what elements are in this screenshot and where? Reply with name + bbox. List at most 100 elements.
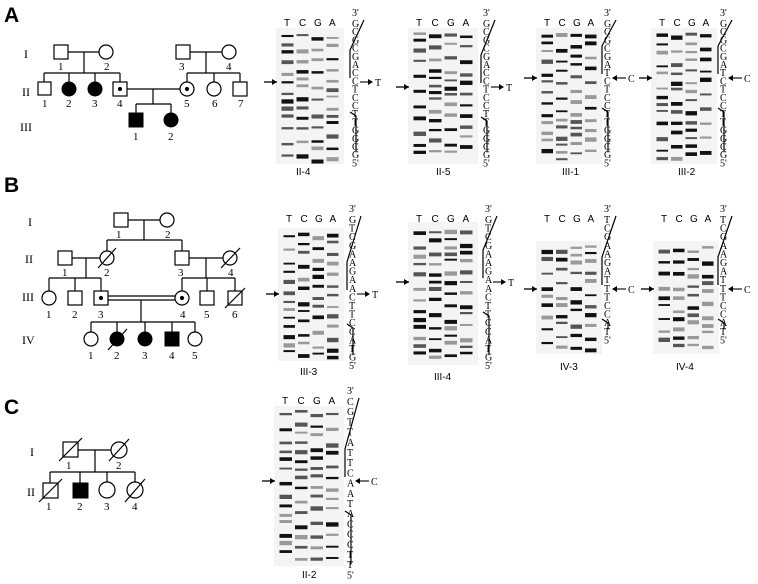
sequence-base: T <box>720 284 726 295</box>
individual-number: 4 <box>228 267 234 279</box>
gel-band <box>312 315 324 320</box>
gel-band <box>444 143 457 147</box>
sequence-base: G <box>720 232 727 243</box>
gel-band <box>413 317 426 323</box>
sequence-base: T <box>720 215 726 226</box>
individual-number: 2 <box>104 61 110 73</box>
sequence-base: G <box>604 19 611 30</box>
gel-band <box>298 341 310 345</box>
gel-band <box>570 100 582 104</box>
gel-band <box>541 59 553 64</box>
gel-band <box>570 120 582 124</box>
gel-band <box>541 303 553 307</box>
gel-band <box>658 330 670 333</box>
gel-band <box>541 73 553 77</box>
gel-band <box>279 540 292 546</box>
arrow-head-icon <box>274 291 279 297</box>
gel-band <box>541 272 553 275</box>
gel-band <box>460 45 473 48</box>
generation-label: I <box>24 47 28 61</box>
gel-band <box>585 81 597 85</box>
gel-band <box>429 297 442 302</box>
lane-label: T <box>416 214 422 225</box>
gel-band <box>702 246 714 249</box>
gel-band <box>298 264 310 269</box>
individual-number: 4 <box>169 350 175 362</box>
sequence-base: C <box>347 397 354 408</box>
mutation-arrow-head-icon <box>365 291 370 297</box>
arrow-head-icon <box>272 79 277 85</box>
female-affected <box>163 112 179 128</box>
individual-number: 3 <box>92 98 98 110</box>
sequence-base: T <box>604 85 610 96</box>
gel-band <box>429 313 442 318</box>
gel-band <box>311 146 324 151</box>
gel-band <box>327 306 339 308</box>
sequence-base: T <box>604 275 610 286</box>
gel-band <box>413 32 426 36</box>
arrow-head-icon <box>404 84 409 90</box>
gel-band <box>685 144 697 148</box>
gel-band <box>413 38 426 42</box>
sequence-base: A <box>349 249 357 260</box>
gel-band <box>413 116 426 121</box>
gel-band <box>310 486 323 489</box>
gel-band <box>283 316 295 319</box>
gel-band <box>570 45 582 49</box>
gel-band <box>413 287 426 291</box>
gel-band <box>585 34 597 39</box>
strand-end-5: 5' <box>485 361 492 372</box>
gel-band <box>671 130 683 135</box>
gel-band <box>296 106 309 110</box>
gel-band <box>298 277 310 282</box>
arrow-head-icon <box>404 279 409 285</box>
gel-band <box>460 114 473 118</box>
gel-band <box>281 127 294 130</box>
individual-number: 2 <box>104 267 110 279</box>
gel-band <box>541 80 553 83</box>
female-unaffected <box>187 331 203 347</box>
gel-band <box>295 475 308 480</box>
sequence-base: A <box>604 249 612 260</box>
gel-band <box>570 287 582 291</box>
gel-band <box>429 76 442 80</box>
sequence-base: C <box>604 76 611 87</box>
gel-band <box>326 157 339 162</box>
lane-label: A <box>588 18 595 29</box>
gel-band <box>295 460 308 464</box>
sequence-base: A <box>352 60 360 71</box>
individual-number: 5 <box>204 309 210 321</box>
gel-band <box>541 50 553 52</box>
sequence-base: A <box>485 258 493 269</box>
gel-band <box>429 118 442 123</box>
gel-band <box>460 280 473 284</box>
sequence-base: G <box>604 150 611 161</box>
gel-band <box>700 70 712 73</box>
lane-label: A <box>463 214 470 225</box>
lane-label: C <box>299 18 306 29</box>
individual-number: 2 <box>114 350 120 362</box>
codon-bracket <box>482 311 490 356</box>
gel-band <box>413 105 426 109</box>
gel-band <box>281 60 294 65</box>
gel-band <box>460 338 473 343</box>
gel-band <box>429 338 442 341</box>
sequence-base: G <box>347 407 354 418</box>
gel-band <box>556 267 568 271</box>
gel-band <box>585 119 597 123</box>
gel-band <box>685 121 697 125</box>
gel-band <box>687 274 699 279</box>
individual-number: 1 <box>58 61 64 73</box>
gel-band <box>585 294 597 297</box>
gel-band <box>570 75 582 79</box>
arrow-head-icon <box>532 286 537 292</box>
gel-band <box>429 280 442 284</box>
sequence-base: C <box>349 232 356 243</box>
gel-band <box>413 74 426 78</box>
individual-number: 2 <box>165 229 171 241</box>
gel-band <box>298 310 310 312</box>
gel-band <box>310 557 323 561</box>
lane-label: T <box>282 396 288 407</box>
sequence-base: T <box>720 68 726 79</box>
gel-band <box>702 301 714 307</box>
